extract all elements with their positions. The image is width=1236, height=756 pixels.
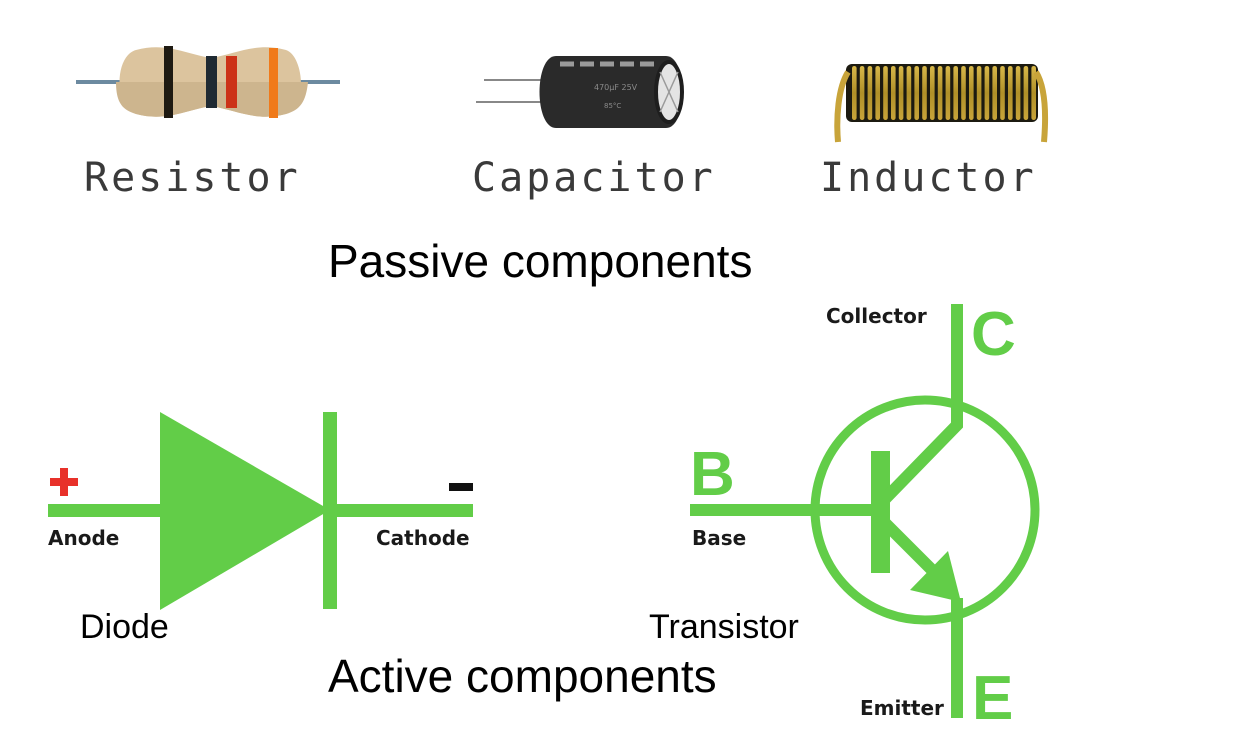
inductor-coil-turn [937, 66, 943, 120]
inductor-coil-turn [898, 66, 904, 120]
capacitor-label: Capacitor [472, 155, 716, 201]
diode-triangle [160, 412, 330, 610]
inductor-coil-turn [945, 66, 951, 120]
inductor-coil-turn [875, 66, 880, 120]
inductor-coil-turn [984, 66, 990, 120]
emitter-label: Emitter [860, 696, 944, 720]
collector-label: Collector [826, 304, 927, 328]
inductor-coil-turn [953, 66, 958, 120]
capacitor-body [539, 56, 683, 128]
inductor-coil-turn [961, 66, 966, 120]
inductor-label: Inductor [820, 155, 1037, 201]
base-label: Base [692, 526, 747, 550]
inductor-coil-turn [930, 66, 935, 120]
inductor-illustration [834, 64, 1049, 143]
inductor-coil-turn [992, 66, 997, 120]
capacitor-marking-2: 85°C [604, 102, 621, 110]
inductor-coil-turn [867, 66, 873, 120]
inductor-coil-turn [976, 66, 982, 120]
diode-anode-wire [48, 504, 168, 517]
inductor-coil-turn [891, 66, 896, 120]
anode-label: Anode [48, 526, 120, 550]
inductor-lead-left [834, 70, 851, 143]
transistor-base-bar [871, 451, 890, 573]
transistor-emitter-lead [951, 598, 963, 718]
inductor-coil-turn [1031, 66, 1036, 120]
transistor-collector-lead [951, 304, 963, 420]
base-letter: B [690, 440, 735, 509]
diode-caption: Diode [80, 608, 169, 646]
resistor-label: Resistor [84, 155, 301, 201]
inductor-coil-turn [1015, 66, 1021, 120]
resistor-band-3 [226, 56, 237, 108]
transistor-base-wire [690, 504, 873, 516]
inductor-coil-turn [969, 66, 974, 120]
diode-cathode-wire [330, 504, 473, 517]
inductor-coil-turn [906, 66, 912, 120]
inductor-coil-turn [922, 66, 927, 120]
resistor-illustration [76, 46, 340, 118]
emitter-letter: E [972, 664, 1014, 733]
inductor-lead-right [1033, 70, 1049, 143]
inductor-coil-turns [852, 66, 1036, 120]
transistor-caption: Transistor [649, 608, 799, 646]
capacitor-illustration: 470µF 25V 85°C [476, 56, 684, 128]
transistor-collector-diagonal [879, 418, 963, 505]
resistor-band-2 [206, 56, 217, 108]
cathode-label: Cathode [376, 526, 470, 550]
active-components-heading: Active components [328, 650, 717, 702]
inductor-coil-turn [1008, 66, 1013, 120]
inductor-coil-turn [1023, 66, 1029, 120]
inductor-coil-turn [852, 66, 857, 120]
minus-icon [449, 483, 473, 491]
passive-components-heading: Passive components [328, 235, 753, 287]
plus-icon [50, 468, 78, 496]
capacitor-marking-1: 470µF 25V [594, 83, 638, 92]
resistor-band-1 [164, 46, 173, 118]
inductor-coil-turn [859, 66, 865, 120]
inductor-coil-turn [883, 66, 888, 120]
emitter-arrow-icon [910, 551, 961, 602]
inductor-coil-turn [914, 66, 919, 120]
transistor-emitter-diagonal [879, 517, 945, 583]
resistor-band-4 [269, 48, 278, 118]
collector-letter: C [971, 300, 1016, 369]
inductor-coil-turn [1000, 66, 1005, 120]
